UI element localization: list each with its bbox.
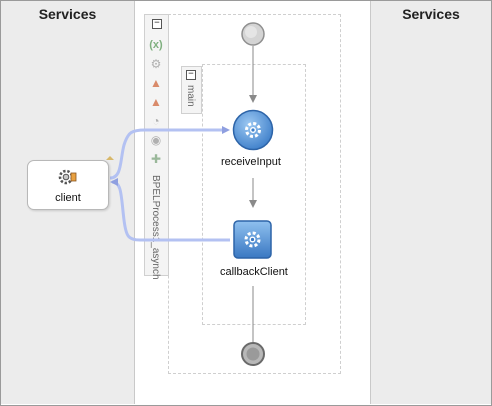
scope-collapse-icon[interactable]: − (186, 70, 196, 80)
main-scope-container (202, 64, 306, 325)
flow-arrow-icon (249, 200, 257, 208)
services-lane-left: Services (1, 1, 135, 404)
correlation-icon[interactable]: ◔ (152, 114, 160, 128)
receive-icon[interactable]: ✚ (150, 152, 162, 166)
link-arrow-icon (110, 178, 118, 186)
partner-link-client-label: client (55, 192, 81, 204)
assign-icon[interactable]: ▲ (150, 76, 162, 90)
activity-callback-client-label: callbackClient (220, 266, 288, 278)
link-client-to-receive (109, 128, 225, 180)
main-scope-tab: − main (181, 66, 202, 114)
gear-icon[interactable]: ⚙ (150, 57, 162, 71)
flow-arrow-icon (249, 95, 257, 103)
process-collapse-icon[interactable]: − (152, 19, 162, 29)
receive-activity-icon (232, 109, 274, 151)
partner-link-client[interactable]: client (27, 156, 114, 210)
assign-icon[interactable]: ▲ (150, 95, 162, 109)
services-lane-right-title: Services (402, 6, 460, 22)
services-lane-right: Services (370, 1, 491, 404)
activity-callback-client[interactable] (233, 220, 273, 265)
link-arrow-icon (222, 126, 230, 134)
link-callback-to-client (111, 180, 230, 242)
process-toolbar: − (x) ⚙ ▲ ▲ ◔ ◉ ✚ BPELProcess1_asynch (144, 14, 169, 280)
gear-interface-icon (58, 169, 77, 185)
activity-receive-input-label: receiveInput (221, 156, 281, 168)
activity-receive-input[interactable] (232, 109, 274, 156)
variable-icon[interactable]: (x) (149, 39, 163, 51)
partner-link-marker-icon (106, 156, 114, 160)
invoke-activity-icon (233, 220, 272, 259)
services-lane-left-title: Services (38, 6, 97, 22)
process-name-label: BPELProcess1_asynch (150, 175, 161, 280)
scope-name-label: main (185, 85, 196, 107)
invoke-icon[interactable]: ◉ (150, 133, 162, 147)
